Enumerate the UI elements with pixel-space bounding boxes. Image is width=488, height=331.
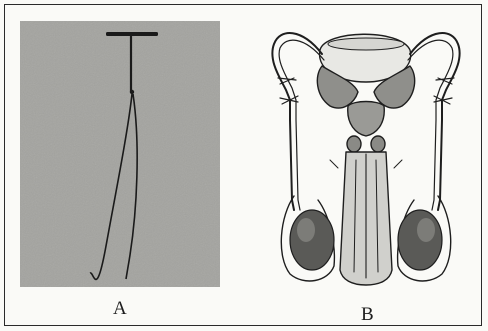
t-device-drawing	[20, 21, 220, 287]
panel-a-photo	[20, 21, 220, 287]
panel-label-a: A	[113, 299, 127, 318]
bulbo-gland-left	[347, 136, 361, 152]
device-stem	[131, 34, 132, 91]
panel-b-illustration	[250, 20, 482, 295]
testis-right-highlight	[417, 218, 435, 242]
device-tip	[130, 90, 134, 94]
grain-overlay	[20, 21, 220, 287]
bladder-rim	[328, 38, 404, 50]
bulbo-gland-right	[371, 136, 385, 152]
anatomy-drawing	[250, 20, 482, 295]
panel-label-b: B	[361, 305, 374, 324]
duct-left-inner	[279, 40, 324, 210]
testis-right	[398, 210, 442, 270]
testis-left	[290, 210, 334, 270]
testis-left-highlight	[297, 218, 315, 242]
prostate	[348, 102, 385, 137]
duct-right-inner	[408, 40, 453, 210]
